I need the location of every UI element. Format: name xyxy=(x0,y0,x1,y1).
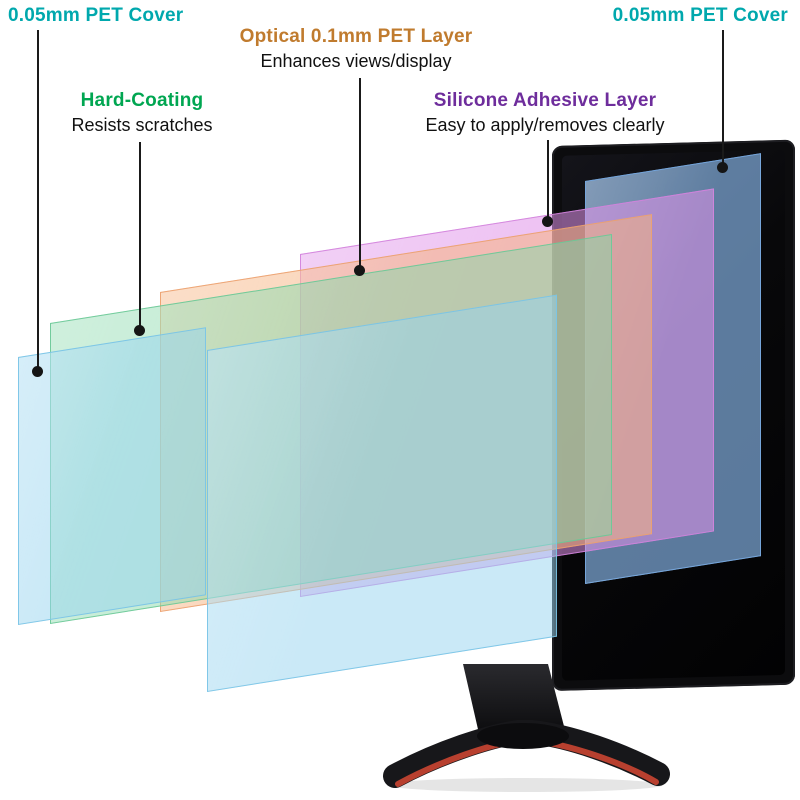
stand-hub xyxy=(477,723,569,749)
label-pet-cover-right-text: 0.05mm PET Cover xyxy=(612,5,788,26)
pointer-dot-pet-cover-right xyxy=(717,162,728,173)
pointer-line-silicone-layer xyxy=(547,140,549,217)
stand-neck xyxy=(463,664,566,738)
label-hard-coating-subtitle: Resists scratches xyxy=(71,115,213,135)
pointer-dot-optical-layer xyxy=(354,265,365,276)
label-pet-cover-left-text: 0.05mm PET Cover xyxy=(8,5,184,26)
label-pet-cover-right: 0.05mm PET Cover xyxy=(613,5,788,27)
label-pet-cover-left: 0.05mm PET Cover xyxy=(8,5,183,27)
pointer-line-hard-coating xyxy=(139,142,141,326)
label-optical-layer-title: Optical 0.1mm PET Layer xyxy=(239,26,473,47)
pointer-line-optical-layer xyxy=(359,78,361,266)
label-silicone-layer-title: Silicone Adhesive Layer xyxy=(433,90,657,111)
label-silicone-layer-subtitle: Easy to apply/removes clearly xyxy=(425,115,665,135)
sheet-assembled-protector xyxy=(207,294,557,692)
monitor-stand xyxy=(383,664,670,792)
label-hard-coating-title: Hard-Coating xyxy=(80,90,204,111)
sheet-pet-cover-front xyxy=(18,327,206,625)
label-hard-coating: Hard-Coating Resists scratches xyxy=(71,90,212,136)
pointer-dot-hard-coating xyxy=(134,325,145,336)
label-optical-layer-subtitle: Enhances views/display xyxy=(260,51,452,71)
stand-shadow-ellipse xyxy=(387,778,663,792)
label-optical-layer: Optical 0.1mm PET Layer Enhances views/d… xyxy=(240,26,473,72)
pointer-dot-silicone-layer xyxy=(542,216,553,227)
pointer-line-pet-cover-right xyxy=(722,30,724,163)
pointer-dot-pet-cover-left xyxy=(32,366,43,377)
label-silicone-layer: Silicone Adhesive Layer Easy to apply/re… xyxy=(425,90,664,136)
pointer-line-pet-cover-left xyxy=(37,30,39,367)
